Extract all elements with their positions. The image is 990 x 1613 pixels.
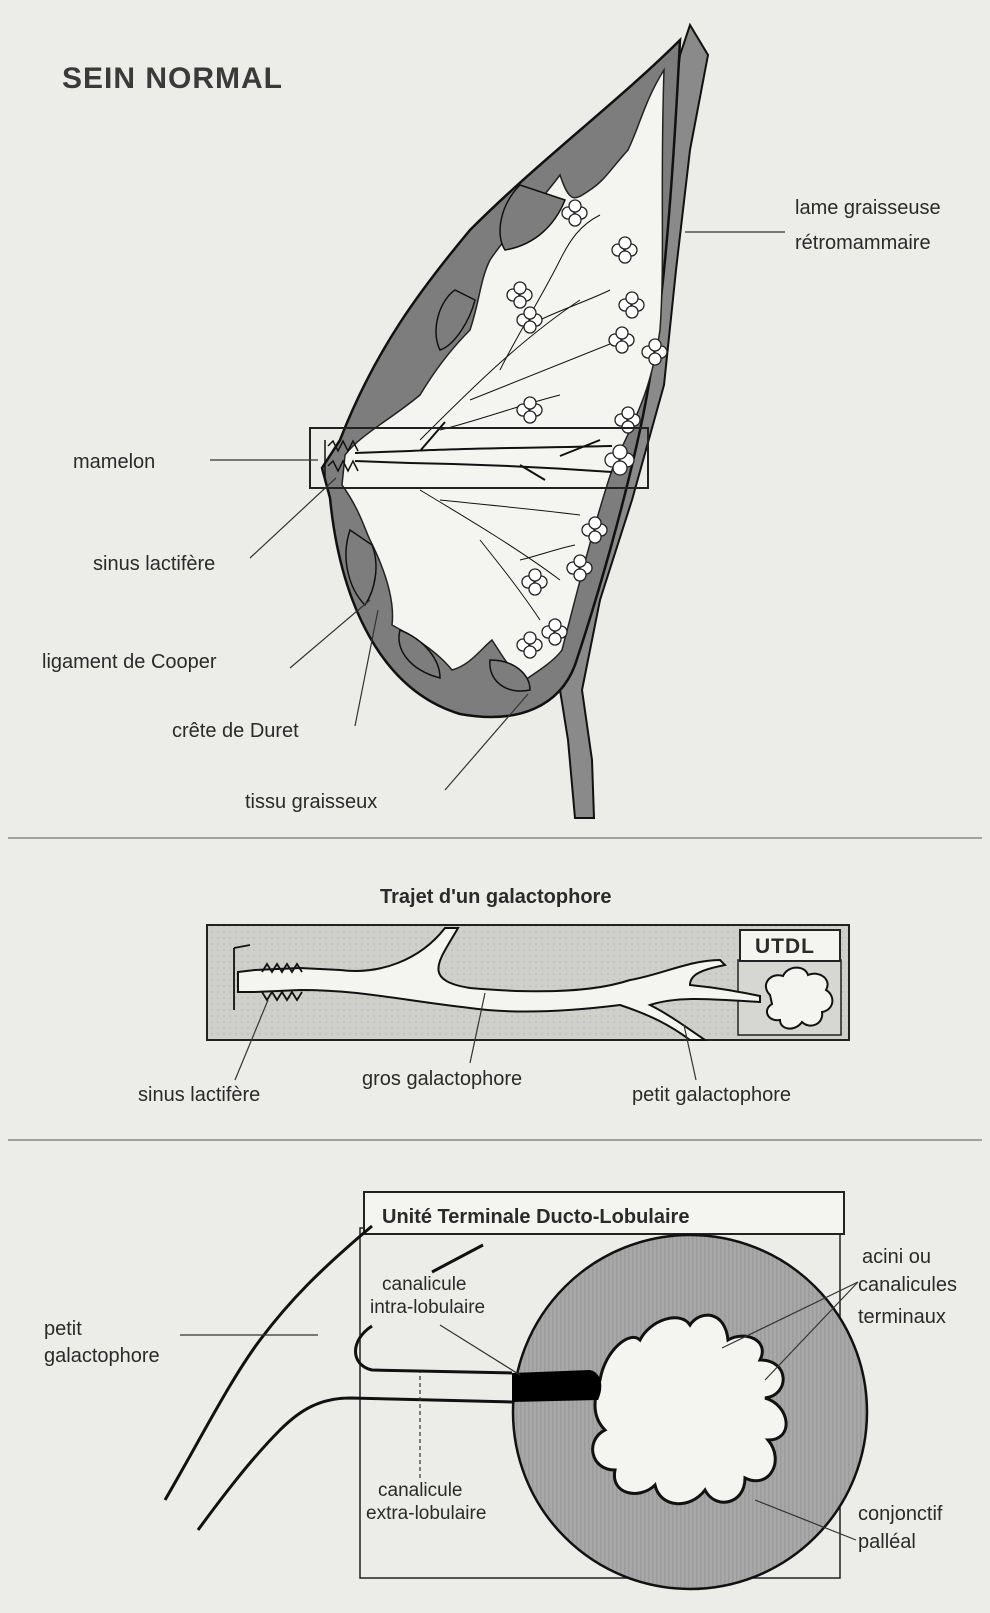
- svg-text:gros galactophore: gros galactophore: [362, 1068, 522, 1090]
- svg-text:canalicule: canalicule: [382, 1274, 467, 1295]
- svg-text:petit galactophore: petit galactophore: [632, 1084, 791, 1106]
- svg-text:terminaux: terminaux: [858, 1306, 946, 1328]
- galactophore-detail: UTDL: [207, 925, 849, 1040]
- svg-text:ligament de Cooper: ligament de Cooper: [42, 651, 217, 673]
- figure-title: SEIN NORMAL: [62, 62, 283, 95]
- p3-petit-galactophore-label: petit galactophore: [44, 1318, 318, 1367]
- svg-text:galactophore: galactophore: [44, 1345, 160, 1367]
- svg-text:acini ou: acini ou: [862, 1246, 931, 1268]
- svg-text:canalicule: canalicule: [378, 1480, 463, 1501]
- svg-text:mamelon: mamelon: [73, 451, 155, 473]
- svg-text:conjonctif: conjonctif: [858, 1503, 943, 1525]
- svg-text:lame graisseuse: lame graisseuse: [795, 197, 941, 219]
- intralobulaire-label: canalicule intra-lobulaire: [370, 1274, 520, 1375]
- svg-text:tissu graisseux: tissu graisseux: [245, 791, 377, 813]
- intralobular-duct: [512, 1370, 601, 1402]
- crete-label: crête de Duret: [172, 610, 378, 742]
- breast-cross-section: [310, 25, 708, 818]
- svg-text:palléal: palléal: [858, 1531, 916, 1553]
- lobule-unit: [512, 1235, 867, 1589]
- svg-text:intra-lobulaire: intra-lobulaire: [370, 1297, 485, 1318]
- svg-text:sinus lactifère: sinus lactifère: [93, 553, 215, 575]
- sinus-label: sinus lactifère: [93, 478, 336, 575]
- extralobulaire-label: canalicule extra-lobulaire: [366, 1372, 486, 1524]
- svg-text:sinus lactifère: sinus lactifère: [138, 1084, 260, 1106]
- ligament-label: ligament de Cooper: [42, 600, 370, 673]
- galactophore-title: Trajet d'un galactophore: [380, 886, 611, 908]
- svg-text:rétromammaire: rétromammaire: [795, 232, 931, 254]
- svg-text:petit: petit: [44, 1318, 82, 1340]
- acini-lumen: [593, 1315, 786, 1504]
- svg-text:canalicules: canalicules: [858, 1274, 957, 1296]
- utdl-label: UTDL: [755, 935, 815, 958]
- lame-graisseuse-label: lame graisseuse rétromammaire: [685, 197, 941, 254]
- svg-text:extra-lobulaire: extra-lobulaire: [366, 1503, 486, 1524]
- svg-text:crête de Duret: crête de Duret: [172, 720, 299, 742]
- mamelon-label: mamelon: [73, 451, 318, 473]
- utdl-title: Unité Terminale Ducto-Lobulaire: [382, 1206, 689, 1228]
